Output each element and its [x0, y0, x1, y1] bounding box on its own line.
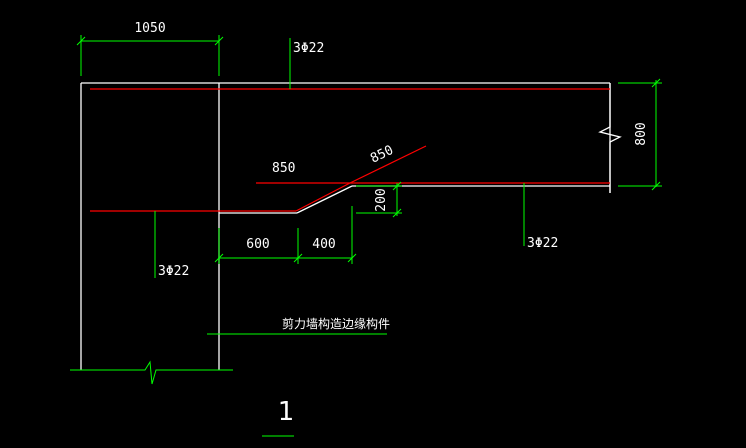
- anchor-length-left: 850: [272, 161, 295, 176]
- rebar-label-right: 3Φ22: [527, 236, 558, 251]
- drawing-caption: 剪力墙构造边缘构件: [282, 316, 390, 331]
- rebar-label-left: 3Φ22: [158, 264, 189, 279]
- rebar-lines: [90, 88, 610, 212]
- dim-top-width: 1050: [134, 21, 165, 36]
- anchor-rebar-slope: [349, 145, 427, 184]
- dim-right-height: 800: [634, 122, 649, 145]
- rebar-label-top: 3Φ22: [293, 41, 324, 56]
- dim-seg-left: 600: [246, 237, 269, 252]
- dim-vertical-offset: 200: [374, 188, 389, 211]
- dim-seg-right: 400: [312, 237, 335, 252]
- detail-number: 1: [278, 397, 295, 427]
- bent-rebar: [295, 182, 351, 212]
- dimension-lines: [70, 35, 662, 437]
